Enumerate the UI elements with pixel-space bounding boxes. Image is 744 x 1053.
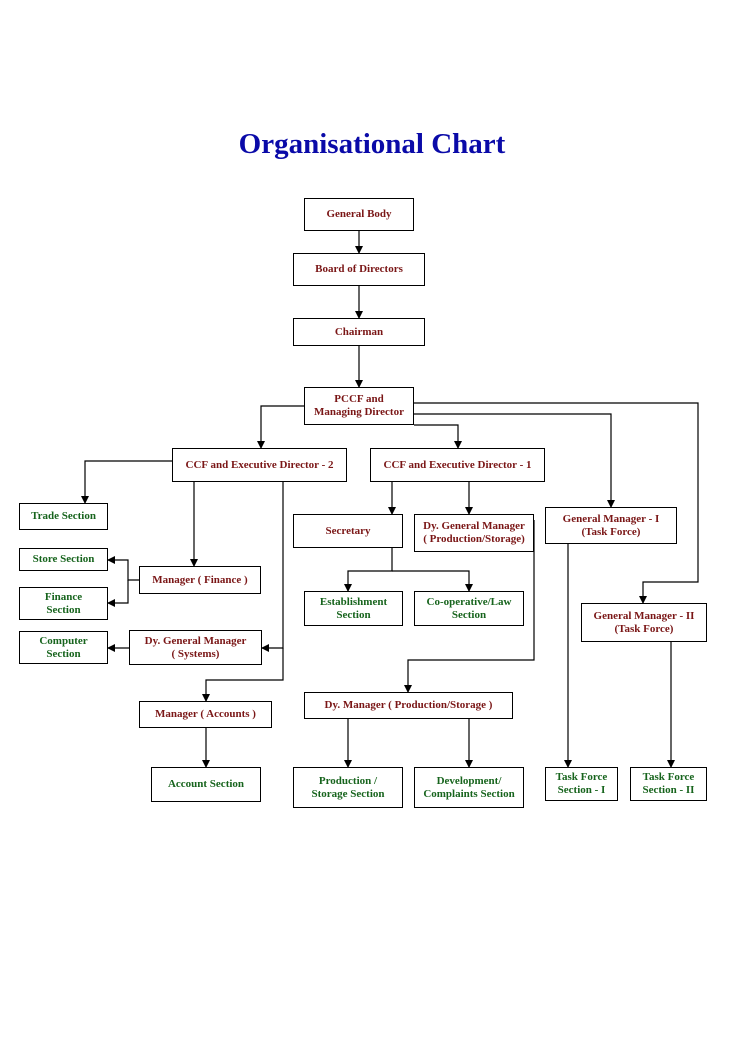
- node-trade-section: Trade Section: [19, 503, 108, 530]
- connector-manager-finance-to-finance: [107, 580, 129, 607]
- connector-ccf-ed2-to-manager-accounts: [202, 648, 284, 702]
- node-ccf-executive-director-1: CCF and Executive Director - 1: [370, 448, 545, 482]
- connector-dgm-production-to-dm-production: [404, 520, 535, 693]
- connector-pccf-to-ccf-ed2: [257, 405, 304, 449]
- connector-secretary-to-establishment: [344, 548, 393, 592]
- node-general-body: General Body: [304, 198, 414, 231]
- node-manager-finance: Manager ( Finance ): [139, 566, 261, 594]
- node-dgm-production-storage: Dy. General Manager ( Production/Storage…: [414, 514, 534, 552]
- connector-pccf-to-gm1: [414, 413, 615, 508]
- node-computer-section: Computer Section: [19, 631, 108, 664]
- chart-title: Organisational Chart: [238, 128, 506, 160]
- node-development-complaints-section: Development/ Complaints Section: [414, 767, 524, 808]
- connector-pccf-to-gm2: [414, 402, 699, 604]
- connector-pccf-to-ccf-ed1: [414, 424, 462, 449]
- node-finance-section: Finance Section: [19, 587, 108, 620]
- node-task-force-section-1: Task Force Section - I: [545, 767, 618, 801]
- node-ccf-executive-director-2: CCF and Executive Director - 2: [172, 448, 347, 482]
- node-dy-manager-production-storage: Dy. Manager ( Production/Storage ): [304, 692, 513, 719]
- node-chairman: Chairman: [293, 318, 425, 346]
- node-production-storage-section: Production / Storage Section: [293, 767, 403, 808]
- connector-secretary-to-cooperative: [392, 570, 473, 592]
- node-task-force-section-2: Task Force Section - II: [630, 767, 707, 801]
- node-manager-accounts: Manager ( Accounts ): [139, 701, 272, 728]
- connector-ccf-ed2-to-dgm-systems: [261, 482, 284, 652]
- connector-manager-finance-to-store: [107, 556, 139, 581]
- connector-ccf-ed2-to-trade: [81, 460, 172, 504]
- node-cooperative-law-section: Co-operative/Law Section: [414, 591, 524, 626]
- node-dgm-systems: Dy. General Manager ( Systems): [129, 630, 262, 665]
- node-general-manager-2: General Manager - II (Task Force): [581, 603, 707, 642]
- node-pccf-managing-director: PCCF and Managing Director: [304, 387, 414, 425]
- node-general-manager-1: General Manager - I (Task Force): [545, 507, 677, 544]
- node-establishment-section: Establishment Section: [304, 591, 403, 626]
- node-store-section: Store Section: [19, 548, 108, 571]
- node-board-of-directors: Board of Directors: [293, 253, 425, 286]
- node-secretary: Secretary: [293, 514, 403, 548]
- node-account-section: Account Section: [151, 767, 261, 802]
